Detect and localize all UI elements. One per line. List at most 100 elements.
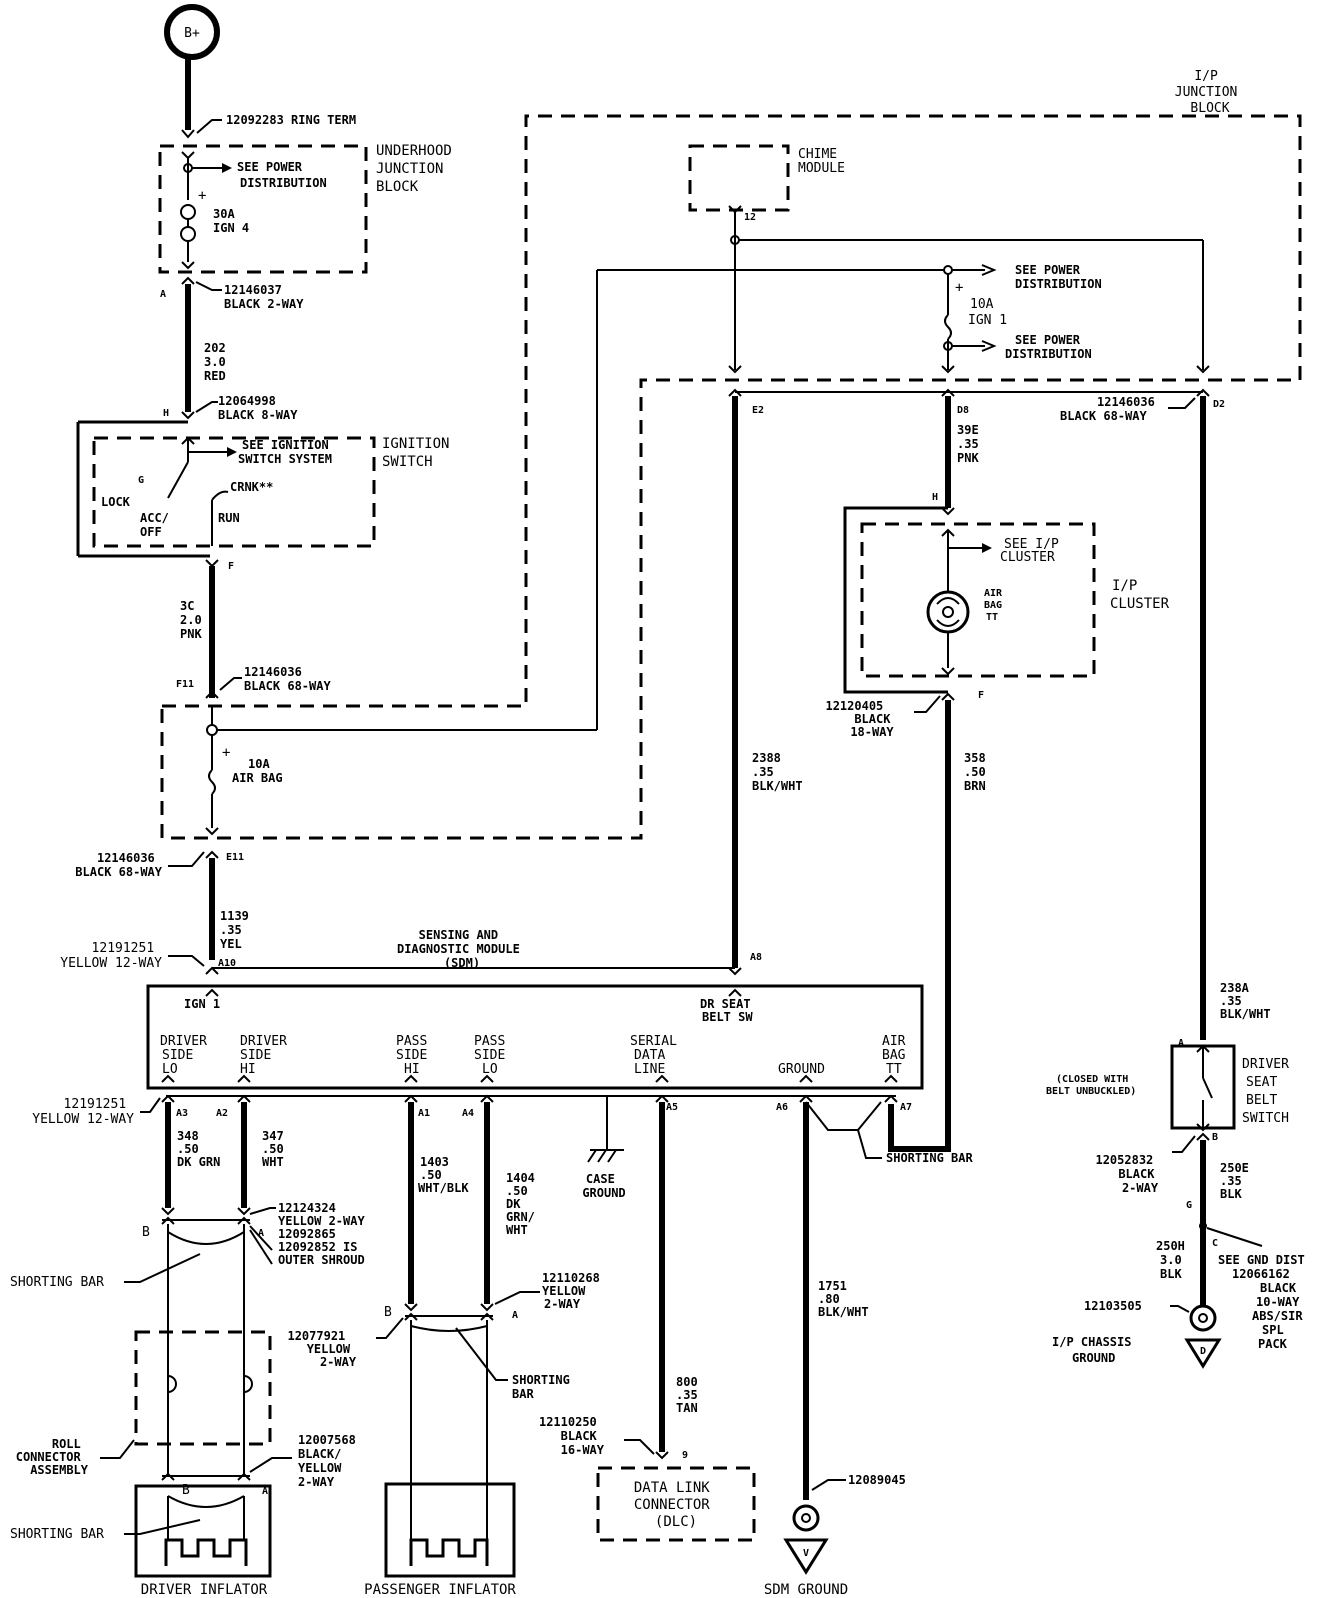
fuse-10a-ign1-icon <box>944 314 952 340</box>
see-power-dist-3: SEE POWER DISTRIBUTION <box>1005 333 1092 361</box>
svg-text:F: F <box>978 690 984 701</box>
ip-chassis-ground-label: I/P CHASSIS GROUND <box>1052 1335 1139 1365</box>
svg-text:SHORTING BAR: SHORTING BAR <box>886 1151 973 1165</box>
svg-text:G: G <box>138 475 144 486</box>
wire-348-label: 348 .50 DK GRN <box>177 1129 220 1169</box>
ip-cluster <box>860 522 1096 678</box>
svg-text:C: C <box>1212 1238 1218 1249</box>
closed-with-note: (CLOSED WITH BELT UNBUCKLED) <box>1046 1074 1136 1097</box>
ring-terminal-icon <box>1189 1304 1217 1332</box>
wire-1403-label: 1403 .50 WHT/BLK <box>418 1155 469 1195</box>
wire-250e-label: 250E .35 BLK <box>1220 1161 1256 1201</box>
wire-250h-label: 250H 3.0 BLK <box>1156 1239 1192 1281</box>
ip-cluster-label: I/P CLUSTER <box>1110 578 1170 612</box>
see-ip-cluster: SEE I/P CLUSTER <box>1000 537 1067 565</box>
conn-12146036-b: 12146036 BLACK 68-WAY <box>75 851 162 879</box>
conn-12052832: 12052832 BLACK 2-WAY <box>1095 1153 1161 1195</box>
pass-shorting-bar-label: SHORTING BAR <box>512 1373 577 1401</box>
conn-12007568: 12007568 BLACK/ YELLOW 2-WAY <box>298 1433 363 1489</box>
roll-connector-assembly <box>134 1330 272 1446</box>
wire-3c-label: 3C 2.0 PNK <box>180 599 209 641</box>
conn-12124324: 12124324 YELLOW 2-WAY 12092865 12092852 … <box>278 1201 372 1267</box>
ignition-switch-label: IGNITION SWITCH <box>382 436 458 470</box>
conn-12103505: 12103505 <box>1084 1299 1142 1313</box>
passenger-inflator <box>384 1482 516 1578</box>
sdm-shorting-bar <box>805 1101 882 1131</box>
wire-800-label: 800 .35 TAN <box>676 1375 705 1415</box>
squib-icon <box>164 1538 248 1566</box>
svg-text:A4: A4 <box>462 1108 474 1119</box>
airbag-tt-label: AIR BAG TT <box>984 588 1008 623</box>
svg-text:H: H <box>163 408 169 419</box>
svg-text:A: A <box>262 1486 268 1497</box>
svg-text:V: V <box>803 1548 809 1559</box>
conn-12110250: 12110250 BLACK 16-WAY <box>539 1415 605 1457</box>
conn-12066162: SEE GND DIST 12066162 BLACK 10-WAY ABS/S… <box>1218 1253 1312 1351</box>
svg-text:12: 12 <box>744 212 756 223</box>
svg-text:F11: F11 <box>176 679 194 690</box>
roll-coil-icon <box>167 1375 177 1393</box>
conn-12146036-a: 12146036 BLACK 68-WAY <box>244 665 331 693</box>
sdm-module <box>146 984 924 1090</box>
fuse-ign1-label: 10A IGN 1 <box>968 297 1007 328</box>
sdm-title: SENSING AND DIAGNOSTIC MODULE (SDM) <box>397 928 527 970</box>
wire-202-label: 202 3.0 RED <box>204 341 233 383</box>
svg-text:B: B <box>384 1305 392 1320</box>
pass-shorting-bar <box>410 1325 488 1332</box>
svg-text:A2: A2 <box>216 1108 228 1119</box>
ring-term-label: 12092283 RING TERM <box>226 113 356 127</box>
fuse-10a-airbag-label: 10A AIR BAG <box>232 757 283 785</box>
fuse-30a-icon <box>180 226 196 242</box>
svg-text:A10: A10 <box>218 958 236 969</box>
ground-icon <box>783 1538 829 1575</box>
leader <box>196 119 222 134</box>
conn-12191251-a: 12191251 YELLOW 12-WAY <box>60 941 162 971</box>
sdm-pin-ground: GROUND <box>778 1062 825 1077</box>
wire-358-label: 358 .50 BRN <box>964 751 993 793</box>
svg-text:A: A <box>160 289 166 300</box>
svg-text:H: H <box>932 492 938 503</box>
fuse-30a-icon <box>180 204 196 220</box>
ip-jb-label: I/P JUNCTION BLOCK <box>1175 69 1245 116</box>
svg-text:B: B <box>1212 1132 1218 1143</box>
conn-12146037: 12146037 BLACK 2-WAY <box>224 283 304 311</box>
driver-inflator-label: DRIVER INFLATOR <box>141 1582 268 1598</box>
svg-text:E2: E2 <box>752 405 764 416</box>
conn-12089045: 12089045 <box>848 1473 906 1487</box>
svg-text:A: A <box>512 1310 518 1321</box>
switch-contact <box>1202 1077 1213 1099</box>
seat-belt-switch-label: DRIVER SEAT BELT SWITCH <box>1242 1057 1297 1126</box>
driver-inflator <box>134 1484 272 1578</box>
ground-icon <box>1184 1338 1222 1369</box>
svg-text:D8: D8 <box>957 405 969 416</box>
svg-text:F: F <box>228 561 234 572</box>
svg-text:SHORTING BAR: SHORTING BAR <box>10 1275 104 1290</box>
arrow-icon <box>982 543 992 553</box>
see-power-dist-2: SEE POWER DISTRIBUTION <box>1015 263 1102 291</box>
sdm-ign1-pin: IGN 1 <box>184 997 220 1011</box>
svg-text:D2: D2 <box>1213 399 1225 410</box>
connector-mark <box>181 276 195 285</box>
roll-coil-icon <box>243 1375 253 1393</box>
chime-module <box>688 144 790 212</box>
arrow-icon <box>981 340 997 352</box>
arrow-icon <box>981 264 997 276</box>
chime-label: CHIME MODULE <box>798 147 845 176</box>
case-ground-label: CASE GROUND <box>582 1172 625 1200</box>
wire-1751-label: 1751 .80 BLK/WHT <box>818 1279 869 1319</box>
see-ign-sys: SEE IGNITION SWITCH SYSTEM <box>238 438 336 466</box>
data-link-connector <box>596 1466 756 1542</box>
wire-1139-label: 1139 .35 YEL <box>220 909 256 951</box>
sdm-pin-pass-lo: PASS SIDE LO <box>474 1034 513 1077</box>
ring-terminal-icon <box>792 1504 820 1532</box>
sdm-pin-serial-data: SERIAL DATA LINE <box>630 1034 685 1077</box>
sdm-pin-driver-hi: DRIVER SIDE HI <box>240 1034 295 1077</box>
svg-text:9: 9 <box>682 1450 688 1461</box>
splice <box>206 724 218 736</box>
arrow-icon <box>222 163 232 173</box>
squib-icon <box>409 1538 489 1566</box>
svg-text:LOCK: LOCK <box>101 495 131 509</box>
sdm-pin-driver-lo: DRIVER SIDE LO <box>160 1034 215 1077</box>
conn-12120405: 12120405 BLACK 18-WAY <box>825 699 897 739</box>
